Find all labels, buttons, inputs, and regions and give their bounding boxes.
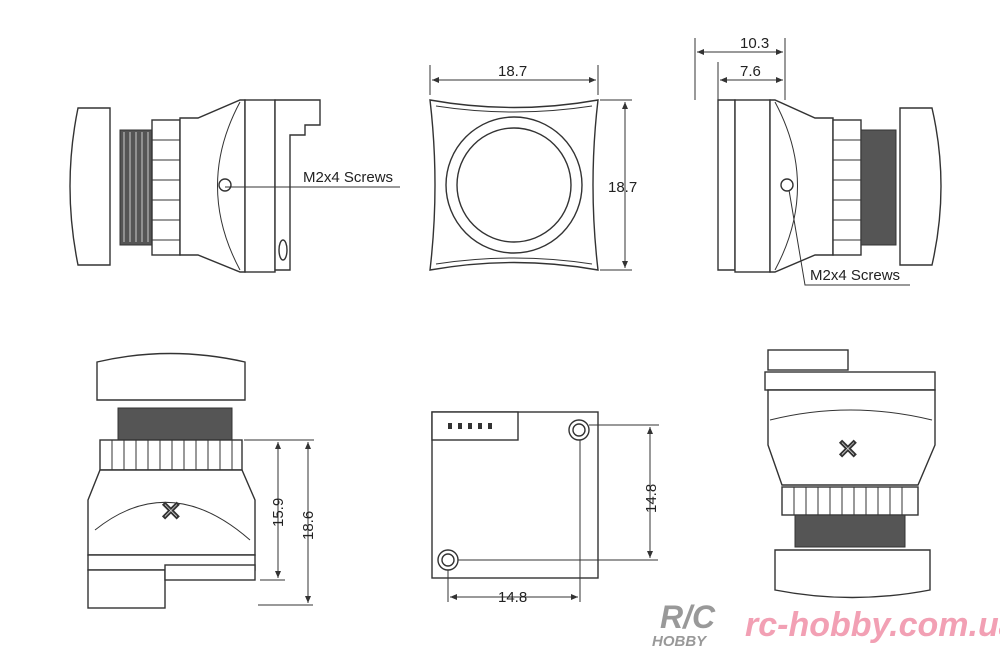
rear-view-left: ✕ 15.9 18.6 bbox=[87, 352, 317, 609]
front-view: 18.7 18.7 bbox=[429, 63, 637, 271]
inner-height-dimension: 15.9 bbox=[270, 498, 287, 527]
screw-label: M2x4 Screws bbox=[303, 169, 393, 186]
rear-view-right: ✕ bbox=[764, 349, 936, 599]
total-depth-dimension: 10.3 bbox=[740, 35, 769, 52]
pcb-view: 14.8 14.8 bbox=[431, 411, 660, 606]
screw-icon bbox=[218, 178, 232, 192]
body-depth-dimension: 7.6 bbox=[740, 63, 761, 80]
screw-icon bbox=[780, 178, 794, 192]
watermark-site: rc-hobby.com.ua bbox=[745, 606, 1000, 644]
watermark-logo-bottom: HOBBY bbox=[652, 633, 708, 650]
side-view-left: M2x4 Screws bbox=[69, 99, 400, 273]
outer-height-dimension: 18.6 bbox=[300, 511, 317, 540]
brand-x-logo: ✕ bbox=[837, 434, 859, 464]
hole-vertical-dimension: 14.8 bbox=[643, 484, 660, 513]
height-dimension: 18.7 bbox=[608, 179, 637, 196]
side-view-right: M2x4 Screws 10.3 7.6 bbox=[694, 35, 942, 286]
screw-label: M2x4 Screws bbox=[810, 267, 900, 284]
width-dimension: 18.7 bbox=[498, 63, 527, 80]
watermark-logo-top: R/C bbox=[660, 599, 716, 635]
watermark: R/C HOBBY rc-hobby.com.ua bbox=[652, 599, 1000, 650]
hole-horizontal-dimension: 14.8 bbox=[498, 589, 527, 606]
brand-x-logo: ✕ bbox=[160, 496, 182, 526]
